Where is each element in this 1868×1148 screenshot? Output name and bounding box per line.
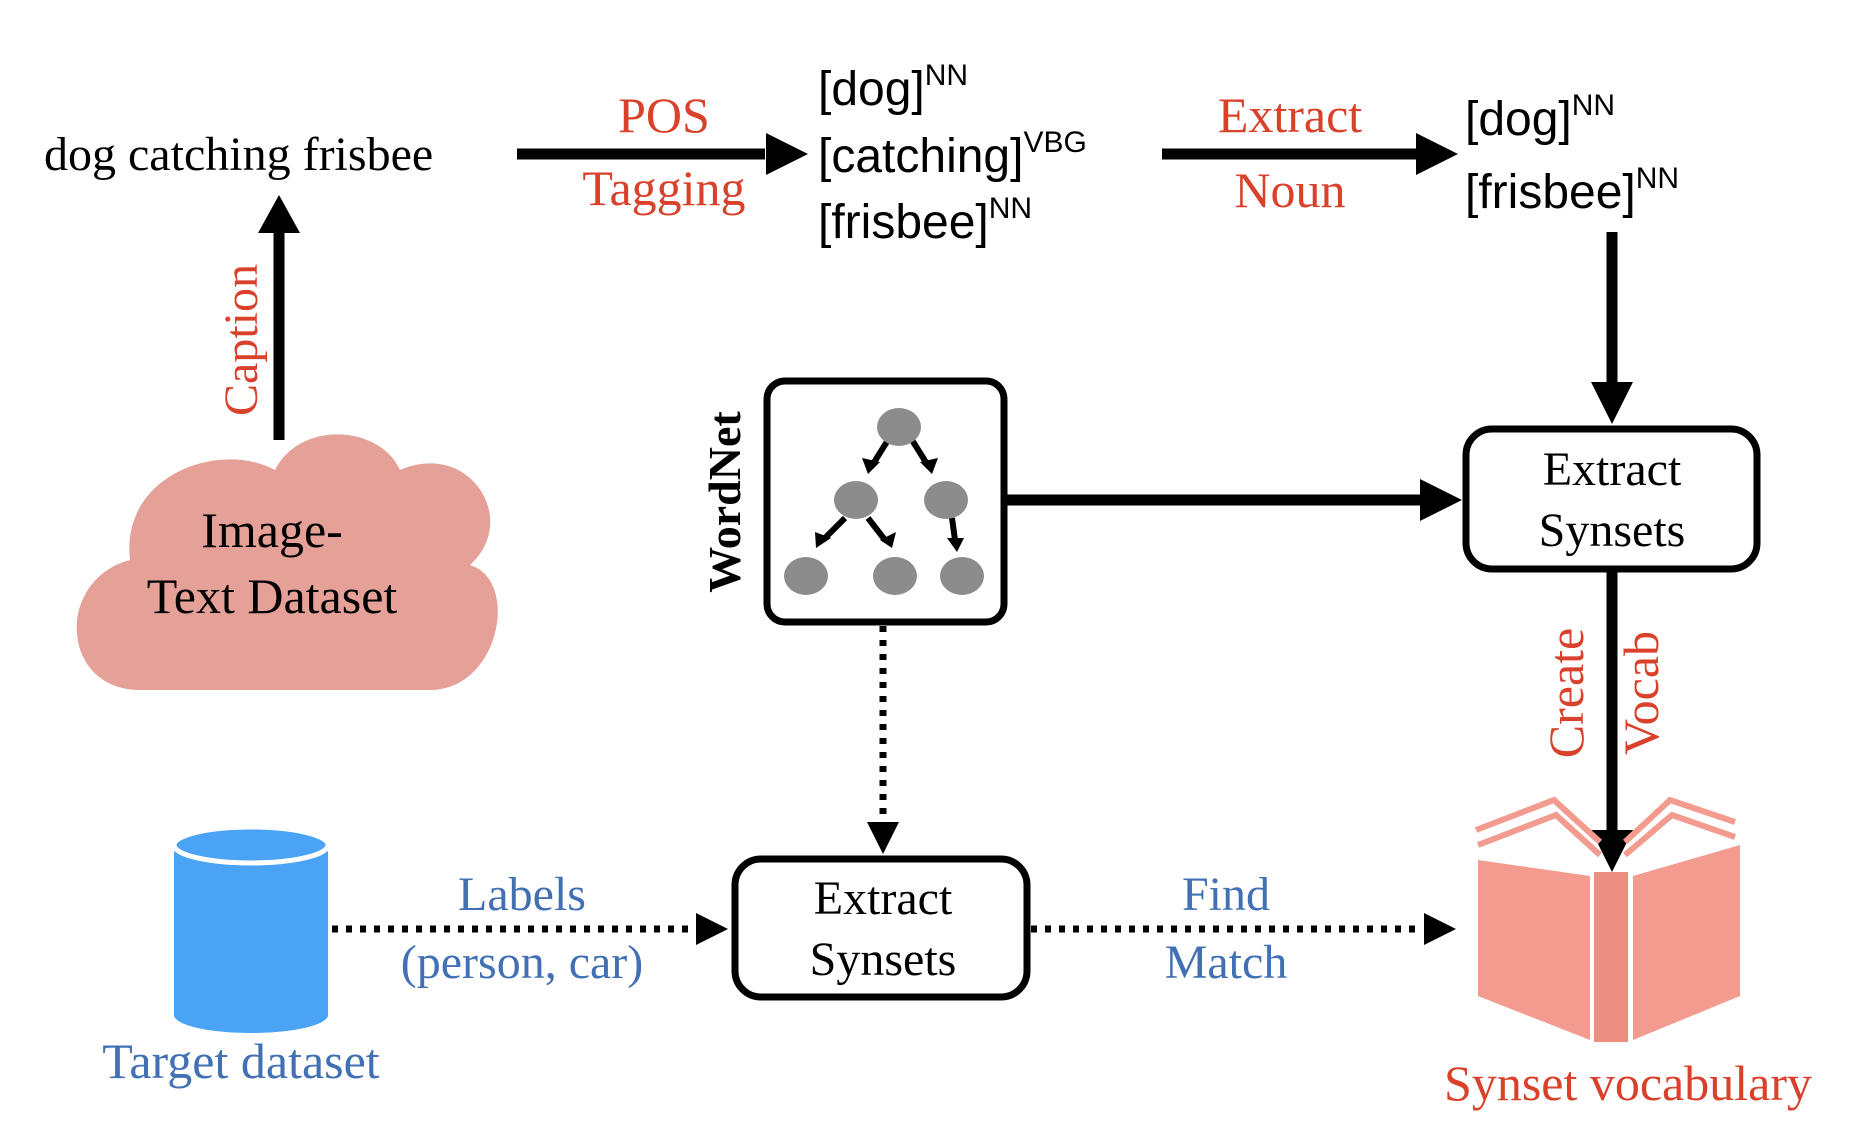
wordnet-tree-edges [820, 438, 958, 543]
pos-token-word: [frisbee] [818, 196, 989, 249]
cloud-shape [76, 434, 498, 690]
extract-synsets-bottom-frame [731, 855, 1031, 1001]
noun-label-line2: Noun [1234, 162, 1345, 218]
tree-node [924, 481, 968, 519]
extract-synsets-bottom-box: Extract Synsets [731, 855, 1031, 1001]
tree-node [873, 557, 917, 595]
create-vocab-line2: Vocab [1613, 631, 1669, 755]
caption-text: dog catching frisbee [44, 128, 433, 181]
pos-token-tag: NN [989, 192, 1032, 225]
tree-node [940, 557, 984, 595]
wordnet-tree-nodes [784, 408, 984, 595]
image-text-dataset-cloud: Image- Text Dataset [76, 434, 498, 690]
nouns-to-synsets-arrowhead [1591, 382, 1633, 424]
pos-token-word: [dog] [818, 63, 925, 116]
noun-label-line1: Extract [1218, 87, 1362, 143]
noun-token-word: [dog] [1465, 93, 1572, 146]
noun-token-tag: NN [1572, 89, 1615, 122]
find-match-line1: Find [1182, 868, 1270, 921]
wordnet-to-bottom-synsets-arrowhead [867, 822, 899, 854]
tree-node [834, 481, 878, 519]
pos-token-tag: NN [925, 59, 968, 92]
extract-synsets-top-frame [1462, 425, 1761, 573]
pos-token: [frisbee]NN [818, 192, 1032, 249]
noun-token: [dog]NN [1465, 89, 1615, 146]
noun-token-word: [frisbee] [1465, 166, 1636, 219]
pos-token: [dog]NN [818, 59, 968, 116]
database-icon [171, 824, 331, 1033]
pos-token-tag: VBG [1023, 126, 1086, 159]
wordnet-tree-arrowheads [815, 458, 964, 552]
book-icon [1474, 796, 1740, 1042]
wordnet-box [763, 377, 1008, 626]
labels-label-line2: (person, car) [401, 936, 644, 989]
pos-token-word: [catching] [818, 130, 1023, 183]
extract-synsets-bottom-line2: Synsets [810, 933, 957, 986]
pos-token-list: [dog]NN [catching]VBG [frisbee]NN [818, 59, 1087, 249]
extract-synsets-top-line1: Extract [1543, 443, 1682, 496]
labels-arrowhead [696, 913, 728, 945]
pos-label-line1: POS [618, 87, 710, 143]
extract-synsets-top-box: Extract Synsets [1462, 425, 1761, 573]
extract-synsets-top-line2: Synsets [1539, 504, 1686, 557]
tree-node [877, 408, 921, 446]
wordnet-label: WordNet [699, 411, 750, 593]
pos-label-line2: Tagging [582, 160, 745, 216]
book-pages-right [1622, 796, 1736, 858]
book-pages-left [1474, 796, 1603, 858]
target-dataset-label: Target dataset [102, 1033, 380, 1089]
tree-node [784, 557, 828, 595]
noun-arrowhead [1416, 133, 1458, 175]
noun-token-list: [dog]NN [frisbee]NN [1465, 89, 1679, 219]
labels-label-line1: Labels [458, 868, 586, 921]
cylinder-body [174, 845, 328, 1015]
book-spine [1594, 872, 1628, 1042]
book-left-cover [1478, 860, 1590, 1040]
noun-token: [frisbee]NN [1465, 162, 1679, 219]
cylinder-top [171, 824, 331, 866]
cylinder-bottom [174, 997, 328, 1033]
pos-token: [catching]VBG [818, 126, 1087, 183]
find-match-line2: Match [1165, 936, 1288, 989]
create-vocab-arrowhead [1591, 830, 1633, 872]
cloud-text-line2: Text Dataset [147, 568, 398, 624]
create-vocab-line1: Create [1538, 628, 1594, 758]
caption-label: Caption [215, 264, 268, 416]
synset-vocabulary-label: Synset vocabulary [1444, 1055, 1812, 1111]
extract-synsets-bottom-line1: Extract [814, 872, 953, 925]
caption-arrowhead [258, 195, 300, 233]
book-right-cover [1633, 845, 1740, 1040]
pos-arrowhead [766, 133, 808, 175]
wordnet-to-synsets-arrowhead [1420, 479, 1462, 521]
cloud-text-line1: Image- [201, 502, 343, 558]
find-match-arrowhead [1424, 913, 1456, 945]
noun-token-tag: NN [1636, 162, 1679, 195]
